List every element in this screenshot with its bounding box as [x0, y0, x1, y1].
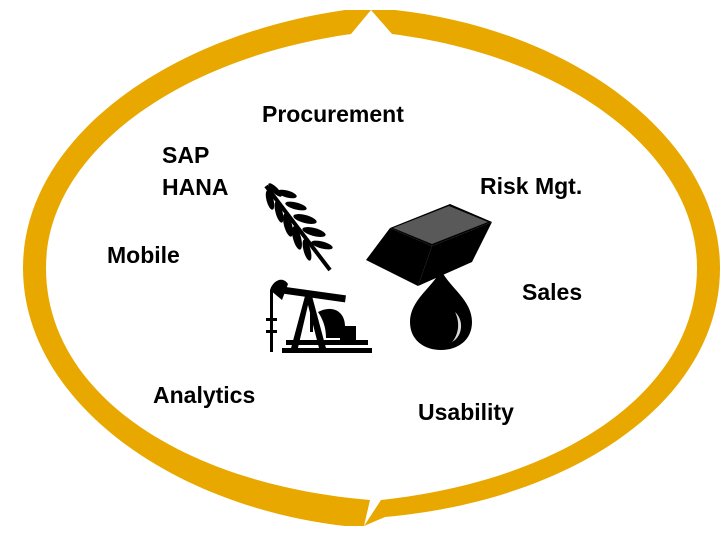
- label-hana: HANA: [162, 174, 229, 200]
- label-risk-mgt: Risk Mgt.: [480, 173, 583, 199]
- label-procurement: Procurement: [262, 101, 404, 127]
- label-usability: Usability: [418, 399, 514, 425]
- gold-bar-icon: [366, 204, 492, 286]
- oil-drop-icon: [410, 270, 472, 350]
- label-analytics: Analytics: [153, 382, 256, 408]
- label-mobile: Mobile: [107, 242, 180, 268]
- wheat-icon: [264, 183, 333, 272]
- label-sales: Sales: [522, 279, 583, 305]
- oil-pump-icon: [266, 279, 372, 353]
- label-sap: SAP: [162, 142, 210, 168]
- cycle-arrow-left: [23, 10, 371, 526]
